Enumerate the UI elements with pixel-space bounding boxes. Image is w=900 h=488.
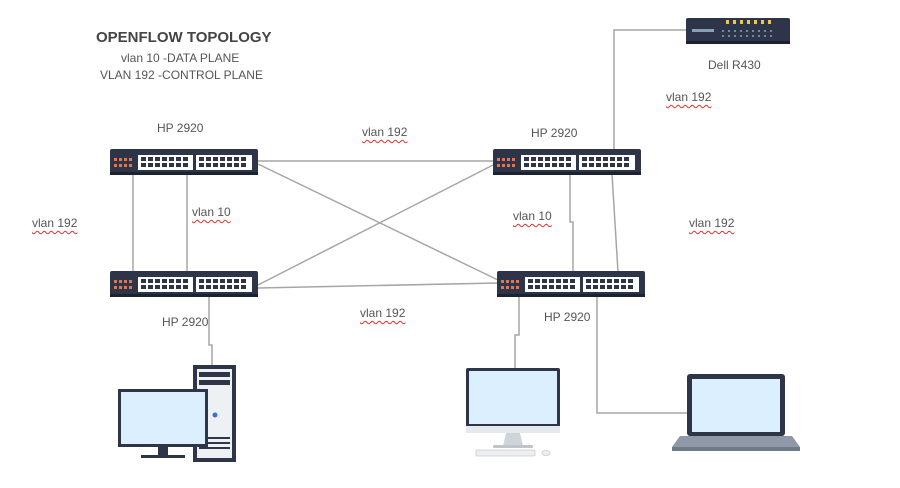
server-label: Dell R430 [708, 58, 761, 72]
connection-lines [132, 29, 690, 414]
link-desktop [208, 296, 213, 366]
link-server-uplink [613, 29, 690, 150]
switch-4-label: HP 2920 [544, 310, 591, 324]
switch-1-label: HP 2920 [157, 121, 204, 135]
switch-2-icon [493, 149, 641, 175]
link-bottom-sw3-sw4 [257, 282, 499, 289]
link-label-left-outer: vlan 192 [32, 216, 78, 230]
link-label-server-uplink: vlan 192 [666, 90, 712, 104]
switch-2-label: HP 2920 [531, 126, 578, 140]
link-label-right-inner: vlan 10 [513, 209, 552, 223]
link-right-inner [569, 174, 574, 272]
laptop-icon [672, 374, 800, 451]
link-cross-sw2-sw3 [257, 163, 496, 286]
link-monitor [514, 296, 520, 370]
desktop-monitor-icon [118, 389, 208, 458]
switch-4-icon [497, 271, 645, 297]
link-label-top: vlan 192 [362, 125, 408, 139]
link-right-outer [611, 173, 619, 273]
switch-3-icon [110, 271, 258, 297]
link-label-right-outer: vlan 192 [689, 216, 735, 230]
link-cross-sw1-sw4 [257, 163, 499, 281]
diagram-title: OPENFLOW TOPOLOGY [96, 29, 272, 46]
legend-data-plane: vlan 10 -DATA PLANE [121, 51, 240, 65]
link-label-bottom: vlan 192 [360, 306, 406, 320]
link-laptop [596, 296, 690, 414]
switch-3-label: HP 2920 [162, 315, 209, 329]
link-label-left-inner: vlan 10 [192, 205, 231, 219]
switch-1-icon [110, 149, 258, 175]
rack-server-icon [686, 18, 790, 44]
imac-monitor-icon [466, 368, 560, 457]
legend-control-plane: VLAN 192 -CONTROL PLANE [100, 68, 263, 82]
